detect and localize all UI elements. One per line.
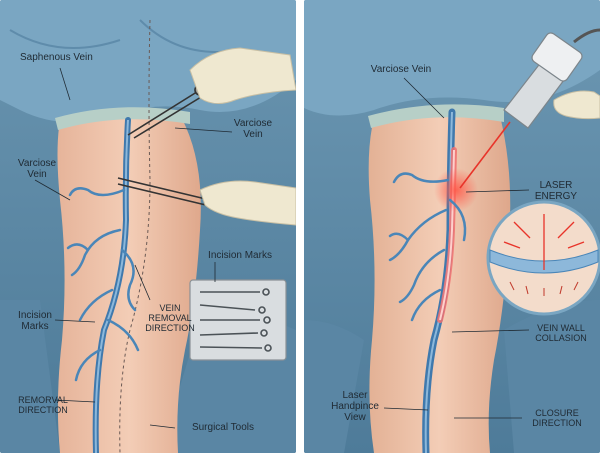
label-laser-handpiece-view: Laser Handpince View — [331, 390, 379, 423]
leg — [368, 109, 511, 453]
label-vein-wall-collapse: VEIN WALL COLLASION — [535, 323, 587, 343]
glove-top — [189, 47, 296, 104]
glove-bottom — [199, 180, 296, 226]
label-saphenous-vein: Saphenous Vein — [20, 52, 93, 63]
lower-drape — [304, 300, 600, 453]
label-closure-direction: CLOSURE DIRECTION — [532, 408, 582, 428]
label-incision-marks-side: Incision Marks — [18, 310, 52, 332]
laser-ablation-panel: Varciose Vein LASER ENERGY VEIN WALL COL… — [304, 0, 600, 453]
left-illustration — [0, 0, 296, 453]
label-varicose-vein-top: Varciose Vein — [233, 118, 273, 140]
panel-gap — [296, 0, 304, 453]
label-varicose-vein: Varciose Vein — [370, 64, 432, 75]
label-removal-direction: REMORVAL DIRECTION — [18, 395, 68, 415]
varicose-branches — [66, 187, 140, 382]
label-incision-marks-tray: Incision Marks — [208, 250, 272, 261]
right-illustration — [304, 0, 600, 453]
leg — [57, 112, 201, 453]
magnified-inset — [486, 200, 600, 316]
label-vein-removal-direction: VEIN REMOVAL DIRECTION — [145, 303, 195, 333]
laser-handpiece — [503, 28, 600, 129]
varicose-branches — [388, 172, 467, 322]
label-surgical-tools: Surgical Tools — [191, 422, 255, 433]
surgical-stripping-panel: Saphenous Vein Varciose Vein Varciose Ve… — [0, 0, 296, 453]
label-laser-energy: LASER ENERGY — [534, 180, 578, 202]
forceps-bottom — [117, 177, 211, 207]
glove-right — [553, 90, 600, 120]
laser-beam — [459, 121, 511, 189]
instrument-tray — [189, 279, 287, 361]
label-varicose-vein-side: Varciose Vein — [17, 158, 57, 180]
